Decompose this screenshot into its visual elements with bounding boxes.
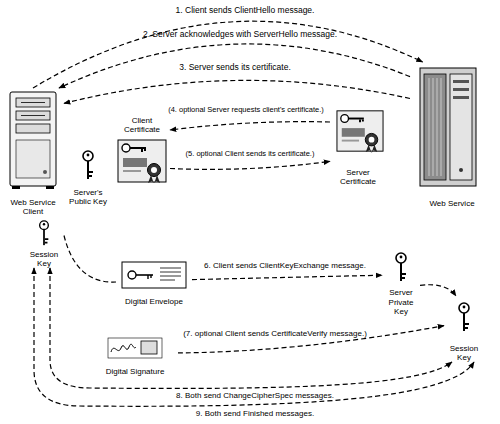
front-panel: [16, 140, 50, 178]
server-machine: Web Service: [410, 62, 494, 208]
envelope-drawing: [122, 262, 186, 288]
message-label: 8. Both send ChangeCipherSpec messages.: [176, 392, 334, 401]
door-line: [433, 78, 434, 176]
message-label: (4. optional Server requests client's ce…: [168, 106, 324, 114]
server-slot: [453, 96, 469, 99]
envelope: Digital Envelope: [116, 258, 192, 306]
door-line: [429, 78, 430, 176]
node-label: Digital Signature: [92, 367, 178, 376]
signature-card: [108, 338, 162, 358]
node-label: Client Certificate: [114, 116, 170, 134]
node-label: Server Private Key: [382, 288, 420, 316]
node-label: Web Service: [410, 199, 494, 208]
dashed-connector: [64, 236, 116, 283]
drive-slot: [21, 102, 45, 103]
node-label: Digital Envelope: [116, 297, 192, 306]
message-label: 3. Server sends its certificate.: [179, 63, 291, 72]
private-key-drawing: [396, 253, 406, 281]
node-label: Server's Public Key: [66, 188, 110, 206]
envelope-line: [160, 276, 181, 277]
signature-drawing: [108, 338, 162, 358]
envelope-line: [160, 272, 181, 273]
drive-bay: [16, 124, 50, 133]
envelope-line: [160, 280, 175, 281]
signature: Digital Signature: [92, 334, 178, 376]
key-icon: Server Private Key: [382, 248, 420, 316]
power-button: [43, 170, 47, 174]
drive-bay: [16, 98, 50, 107]
drive-bay: [16, 111, 50, 120]
dashed-connector: [178, 326, 444, 353]
signature-seal: [141, 341, 157, 354]
signature-scribble: [111, 344, 136, 352]
envelope-key: [128, 271, 136, 279]
certificate: Client Certificate: [114, 116, 170, 186]
client-computer-drawing: [10, 92, 56, 189]
tower-case: [10, 92, 56, 186]
dashed-connector: [64, 80, 410, 103]
drive-slot: [21, 115, 45, 116]
key-icon: Session Key: [444, 296, 484, 362]
server-slot: [453, 80, 469, 83]
server-certificate-drawing: [337, 111, 383, 153]
label-stack: Server Certificate: [330, 168, 386, 186]
foot: [12, 186, 20, 189]
label-stack: Server's Public Key: [66, 188, 110, 206]
label-stack: Server Private Key: [382, 288, 420, 316]
node-label: Session Key: [444, 344, 484, 362]
dashed-connector: [420, 285, 456, 296]
label-stack: Digital Signature: [92, 367, 178, 376]
dashed-connector: [33, 21, 423, 88]
server-slot: [453, 88, 469, 91]
foot: [46, 186, 54, 189]
message-label: (7. optional Client sends CertificateVer…: [183, 330, 367, 339]
server-drawing: [420, 68, 476, 186]
label-stack: Session Key: [444, 344, 484, 362]
message-label: 9. Both send Finished messages.: [196, 410, 314, 419]
message-label: 6. Client sends ClientKeyExchange messag…: [204, 262, 366, 271]
envelope-key: [147, 275, 148, 279]
door-line: [437, 78, 438, 176]
key-icon: Server's Public Key: [66, 146, 110, 206]
label-stack: Web Service Client: [2, 198, 64, 216]
door-line: [441, 78, 442, 176]
envelope-line: [160, 268, 181, 269]
message-label: 1. Client sends ClientHello message.: [176, 6, 315, 15]
key-icon: Session Key: [24, 218, 64, 268]
server-door: [424, 74, 446, 180]
dashed-connector: [50, 268, 452, 388]
server-button: [459, 168, 463, 172]
message-label: (5. optional Client sends its certificat…: [186, 150, 315, 158]
label-stack: Session Key: [24, 250, 64, 268]
envelope-key: [150, 275, 151, 278]
node-label: Server Certificate: [330, 168, 386, 186]
server-panel: [450, 74, 472, 180]
client-certificate-drawing: [118, 140, 166, 184]
message-label: 2. Server acknowledges with ServerHello …: [143, 30, 337, 39]
certificate: Server Certificate: [330, 104, 386, 186]
session-key-drawing: [40, 221, 49, 245]
dashed-connector: [34, 268, 474, 406]
server-case: [420, 68, 476, 186]
label-stack: Web Service: [410, 199, 494, 208]
node-label: Web Service Client: [2, 198, 64, 216]
envelope-body: [122, 262, 186, 288]
client-computer: Web Service Client: [2, 88, 64, 216]
session-key-drawing: [459, 303, 469, 331]
label-stack: Client Certificate: [114, 116, 170, 134]
public-key-drawing: [83, 151, 93, 179]
dashed-connector: [170, 122, 330, 130]
dashed-connector: [192, 275, 382, 279]
dashed-connector: [59, 44, 410, 88]
label-stack: Digital Envelope: [116, 297, 192, 306]
dashed-connector: [170, 161, 330, 169]
node-label: Session Key: [24, 250, 64, 268]
